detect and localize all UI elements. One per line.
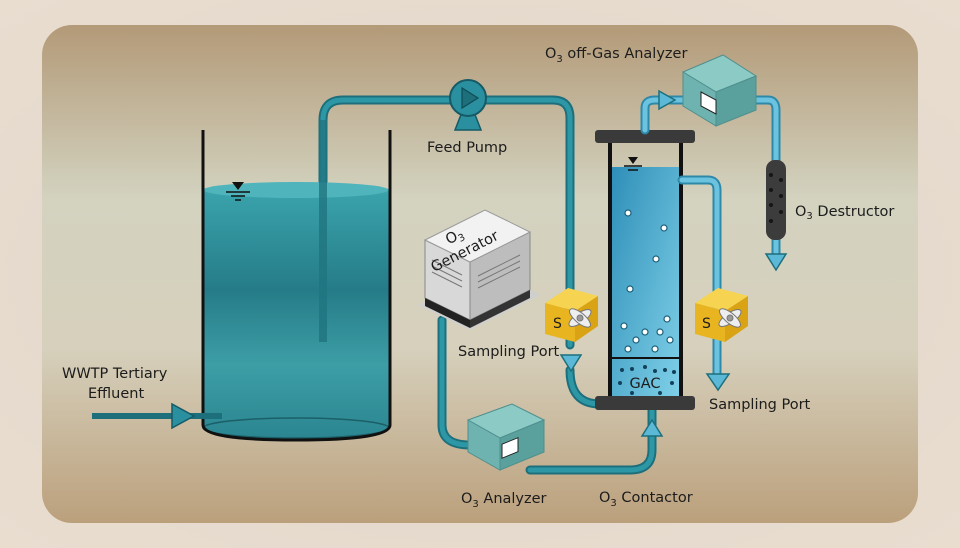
water-level-icon bbox=[624, 157, 642, 171]
feed-pump-label: Feed Pump bbox=[427, 140, 507, 156]
gac-particles bbox=[618, 365, 676, 395]
effluent-inlet-pipe bbox=[92, 402, 222, 430]
ozone-gas-pipe bbox=[437, 315, 657, 475]
sampling-badge: S bbox=[553, 316, 562, 332]
sampling-badge: S bbox=[702, 316, 711, 332]
flow-arrow-icon bbox=[640, 418, 664, 437]
gac-label: GAC bbox=[629, 376, 660, 392]
valve-handle-icon bbox=[568, 308, 592, 328]
feed-pump-icon bbox=[449, 79, 487, 131]
contactor-label: O3 Contactor bbox=[599, 490, 693, 509]
gauge-icon bbox=[501, 437, 519, 459]
gas-bubbles bbox=[620, 209, 674, 353]
sampling-port-right-label: Sampling Port bbox=[709, 397, 811, 413]
effluent-label-line1: WWTP Tertiary bbox=[62, 366, 168, 382]
ozone-destructor-icon bbox=[766, 160, 786, 240]
analyzer-label: O3 Analyzer bbox=[461, 491, 547, 510]
ozone-contactor: GAC bbox=[595, 130, 695, 410]
flow-arrow-icon bbox=[658, 89, 677, 111]
flow-arrow-icon bbox=[171, 402, 196, 430]
offgas-analyzer bbox=[681, 54, 758, 127]
flow-arrow-icon bbox=[559, 354, 583, 373]
valve-handle-icon bbox=[718, 308, 742, 328]
ozone-generator: O3 Generator bbox=[418, 209, 540, 330]
storage-tank bbox=[201, 120, 392, 442]
sampling-port-left: S bbox=[545, 288, 598, 342]
destructor-label: O3 Destructor bbox=[795, 204, 894, 222]
effluent-label-line2: Effluent bbox=[88, 386, 144, 402]
sampling-port-left-label: Sampling Port bbox=[458, 344, 560, 360]
flow-arrow-icon bbox=[705, 373, 731, 392]
water-level-icon bbox=[226, 182, 250, 201]
sampling-port-right: S bbox=[695, 288, 748, 342]
contactor-outlet-pipe bbox=[677, 175, 722, 380]
flow-arrow-icon bbox=[764, 253, 788, 272]
offgas-analyzer-label: O3 off-Gas Analyzer bbox=[545, 46, 687, 65]
gauge-icon bbox=[700, 91, 717, 115]
ozone-analyzer bbox=[466, 403, 546, 471]
